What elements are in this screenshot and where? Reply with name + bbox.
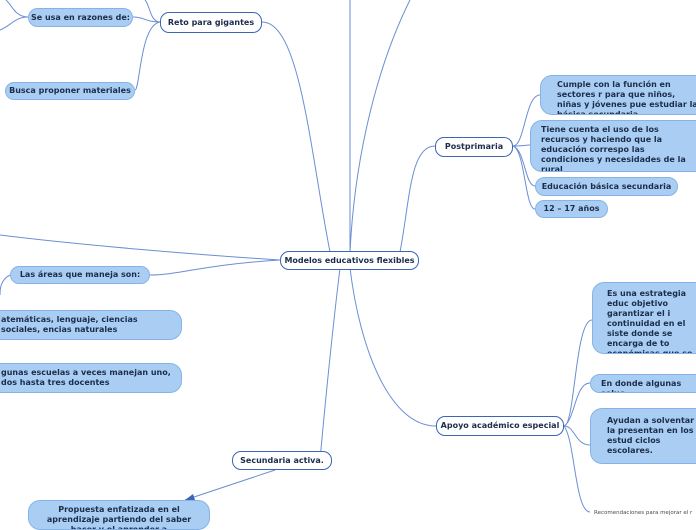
topic-secundaria-label: Secundaria activa. [240, 455, 324, 465]
connector-reto-seusa [132, 16, 161, 23]
areas-child-materias[interactable]: atemáticas, lenguaje, ciencias sociales,… [0, 310, 182, 340]
connector-post-c2 [512, 144, 531, 147]
areas-child-materias-label: atemáticas, lenguaje, ciencias sociales,… [1, 315, 138, 334]
post-child-educacion-label: Educación básica secundaria [541, 181, 672, 191]
connector-post-c4 [512, 145, 536, 210]
connector-reto-busca [134, 21, 161, 91]
apoyo-child-solventar-label: Ayudan a solventar la presentan en los e… [607, 416, 695, 455]
post-child-recursos-label: Tiene cuenta el uso de los recursos y ha… [541, 125, 686, 172]
topic-areas[interactable]: Las áreas que maneja son: [10, 266, 150, 284]
topic-secundaria[interactable]: Secundaria activa. [232, 451, 332, 470]
secundaria-child-propuesta-label: Propuesta enfatizada en el aprendizaje p… [46, 505, 192, 530]
connector-center-upper-right [349, 0, 411, 253]
apoyo-child-recomendaciones[interactable]: Recomendaciones para mejorar el r [594, 508, 696, 516]
connector-apoyo-c4 [563, 425, 591, 513]
connector-seusa-left1 [5, 0, 29, 18]
apoyo-child-soluciones-label: En donde algunas soluc [601, 379, 682, 392]
connector-post-c1 [512, 94, 541, 147]
areas-child-docentes-label: gunas escuelas a veces manejan uno, dos … [1, 368, 171, 387]
post-child-edad[interactable]: 12 – 17 años [535, 200, 608, 218]
topic-apoyo-label: Apoyo académico especial [440, 421, 560, 430]
connector-center-apoyo [349, 267, 437, 427]
connector-areas-child1 [0, 274, 11, 296]
connector-seusa-left2 [0, 16, 29, 31]
connector-apoyo-c1 [563, 319, 593, 427]
apoyo-child-soluciones[interactable]: En donde algunas soluc [590, 374, 696, 393]
topic-postprimaria-label: Postprimaria [444, 142, 504, 151]
post-child-funcion[interactable]: Cumple con la función en sectores r para… [540, 75, 696, 115]
connector-apoyo-c3 [563, 425, 591, 446]
secundaria-child-propuesta[interactable]: Propuesta enfatizada en el aprendizaje p… [28, 500, 210, 530]
connector-center-post [399, 145, 436, 253]
central-topic-label: Modelos educativos flexibles [284, 255, 415, 265]
reto-child-se-usa-label: Se usa en razones de: [30, 12, 131, 22]
topic-reto-label: Reto para gigantes [167, 17, 255, 27]
central-topic[interactable]: Modelos educativos flexibles [280, 251, 419, 270]
arrowhead [185, 494, 195, 500]
reto-child-se-usa[interactable]: Se usa en razones de: [28, 8, 133, 27]
reto-child-busca-label: Busca proponer materiales [9, 86, 131, 95]
apoyo-child-estrategia[interactable]: Es una estrategia educ objetivo garantiz… [592, 282, 696, 354]
topic-areas-label: Las áreas que maneja son: [19, 270, 141, 279]
connector-center-areas [149, 259, 281, 276]
connector-reto-up [144, 0, 161, 23]
topic-apoyo[interactable]: Apoyo académico especial [436, 416, 564, 436]
post-child-edad-label: 12 – 17 años [543, 204, 600, 213]
connector-apoyo-c2 [563, 382, 591, 427]
reto-child-busca[interactable]: Busca proponer materiales [5, 82, 135, 100]
topic-reto[interactable]: Reto para gigantes [160, 12, 262, 33]
topic-postprimaria[interactable]: Postprimaria [435, 137, 513, 157]
post-child-funcion-label: Cumple con la función en sectores r para… [557, 80, 696, 115]
connector-secundaria-child [184, 469, 276, 501]
post-child-recursos[interactable]: Tiene cuenta el uso de los recursos y ha… [530, 120, 696, 172]
apoyo-child-recomendaciones-label: Recomendaciones para mejorar el r [594, 510, 693, 516]
connector-center-secundaria [319, 267, 341, 461]
connector-center-reto [261, 21, 331, 253]
connector-center-left [0, 234, 281, 261]
apoyo-child-solventar[interactable]: Ayudan a solventar la presentan en los e… [590, 408, 696, 464]
apoyo-child-estrategia-label: Es una estrategia educ objetivo garantiz… [607, 289, 693, 354]
post-child-educacion[interactable]: Educación básica secundaria [535, 177, 678, 196]
areas-child-docentes[interactable]: gunas escuelas a veces manejan uno, dos … [0, 363, 182, 393]
